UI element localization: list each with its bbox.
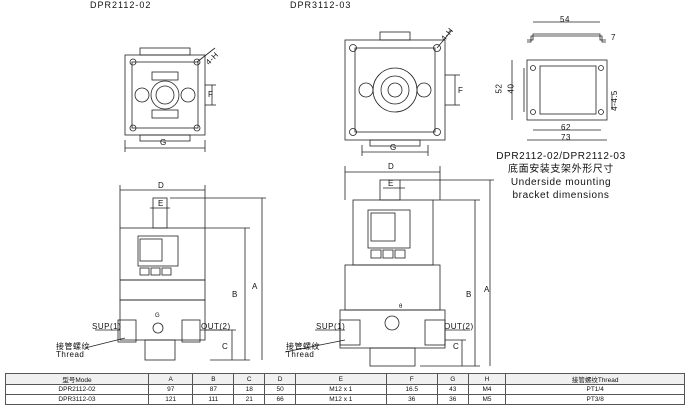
- bracket-dim-73: 73: [561, 133, 571, 142]
- dim-b-right: B: [466, 290, 472, 299]
- table-cell: 111: [192, 394, 235, 405]
- sup-port-left: SUP(1): [92, 322, 122, 331]
- gauge-label-left: G: [155, 313, 161, 319]
- table-header: B: [192, 373, 235, 385]
- thread-en-right: Thread: [286, 350, 315, 359]
- bracket-side-view: [527, 33, 606, 43]
- bracket-dim-40: 40: [506, 83, 516, 94]
- spec-table: 型号Mode A B C D E F G H 接管螺纹Thread DPR211…: [5, 373, 685, 405]
- table-header: C: [233, 373, 266, 385]
- table-cell: M5: [467, 394, 507, 405]
- dim-a-left: A: [252, 282, 258, 291]
- table-cell: PT3/8: [505, 394, 685, 405]
- table-header: H: [467, 373, 507, 385]
- table-cell: 36: [385, 394, 438, 405]
- table-header: G: [436, 373, 469, 385]
- dim-b-left: B: [232, 290, 238, 299]
- table-row: DPR2112-02 97 87 18 50 M12 x 1 16.5 43 M…: [5, 384, 685, 395]
- table-cell: 16.5: [385, 384, 438, 395]
- bracket-caption-en2: bracket dimensions: [512, 190, 610, 201]
- table-header: E: [295, 373, 387, 385]
- front-view-left: [117, 197, 206, 361]
- table-cell: 21: [233, 394, 266, 405]
- dim-f-left: F: [208, 90, 214, 99]
- top-view-left: [124, 47, 206, 142]
- dim-g-left: G: [160, 138, 167, 147]
- sup-port-right: SUP(1): [316, 322, 346, 331]
- front-view-right: [339, 179, 446, 367]
- table-cell: M12 x 1: [295, 394, 387, 405]
- bracket-caption-model: DPR2112-02/DPR2112-03: [496, 151, 626, 162]
- bracket-top-view: [526, 59, 608, 121]
- thread-en-left: Thread: [56, 350, 85, 359]
- table-header: A: [147, 373, 194, 385]
- table-cell: DPR2112-02: [5, 384, 149, 395]
- thread-cn-left: 接管螺纹: [56, 342, 90, 351]
- dim-c-left: C: [222, 342, 229, 351]
- table-cell: 121: [147, 394, 194, 405]
- dim-e-right: E: [388, 179, 394, 188]
- table-cell: PT1/4: [505, 384, 685, 395]
- dim-d-right: D: [388, 162, 395, 171]
- dim-f-right: F: [458, 86, 464, 95]
- bracket-dim-52: 52: [494, 83, 504, 94]
- gauge-label-right: θ: [399, 304, 403, 310]
- table-cell: M12 x 1: [295, 384, 387, 395]
- out-port-right: OUT(2): [444, 322, 474, 331]
- table-cell: 43: [436, 384, 469, 395]
- bracket-caption-cn: 底面安装支架外形尺寸: [508, 164, 614, 175]
- table-header: D: [264, 373, 297, 385]
- bracket-dim-62: 62: [561, 123, 571, 132]
- bracket-caption: DPR2112-02/DPR2112-03 底面安装支架外形尺寸 Undersi…: [496, 150, 626, 202]
- table-cell: 50: [264, 384, 297, 395]
- table-cell: 87: [192, 384, 235, 395]
- thread-cn-right: 接管螺纹: [286, 342, 320, 351]
- dim-a-right: A: [484, 285, 490, 294]
- table-cell: 36: [436, 394, 469, 405]
- table-cell: 18: [233, 384, 266, 395]
- dim-e-left: E: [158, 199, 164, 208]
- table-cell: DPR3112-03: [5, 394, 149, 405]
- model-title-right: DPR3112-03: [290, 0, 352, 10]
- table-cell: 97: [147, 384, 194, 395]
- table-cell: 66: [264, 394, 297, 405]
- table-header: 接管螺纹Thread: [505, 373, 685, 385]
- table-header: 型号Mode: [5, 373, 149, 385]
- dim-g-right: G: [390, 143, 397, 152]
- table-header-row: 型号Mode A B C D E F G H 接管螺纹Thread: [5, 373, 685, 385]
- bracket-caption-en1: Underside mounting: [510, 177, 612, 188]
- dim-c-right: C: [453, 342, 460, 351]
- table-row: DPR3112-03 121 111 21 66 M12 x 1 36 36 M…: [5, 394, 685, 405]
- dim-d-left: D: [158, 181, 165, 190]
- out-port-left: OUT(2): [201, 322, 231, 331]
- table-cell: M4: [467, 384, 507, 395]
- bracket-dim-54: 54: [560, 15, 570, 24]
- model-title-left: DPR2112-02: [90, 0, 152, 10]
- top-view-right: [344, 31, 446, 147]
- bracket-dim-slot: 4-4.5: [609, 90, 619, 111]
- table-header: F: [385, 373, 438, 385]
- bracket-dim-7: 7: [611, 33, 616, 42]
